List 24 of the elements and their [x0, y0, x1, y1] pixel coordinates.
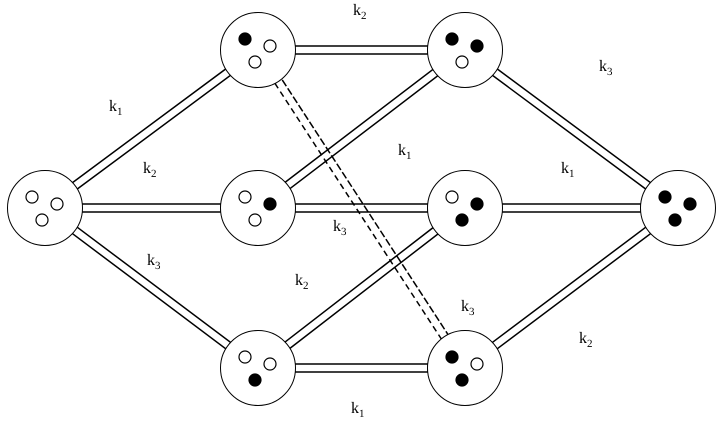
double-line — [284, 226, 440, 350]
edge-label: k$_{3}$ — [460, 298, 476, 320]
edge-label: k$_{2}$ — [578, 330, 594, 352]
double-line — [294, 203, 429, 213]
edge-label: k$_{3}$ — [146, 252, 162, 274]
double-line — [284, 68, 440, 190]
double-line — [72, 226, 232, 350]
edge-label: k$_{1}$ — [108, 98, 124, 120]
double-line — [501, 203, 642, 213]
edge-label: k$_{2}$ — [142, 160, 158, 182]
double-line — [72, 68, 232, 190]
double-line — [294, 363, 429, 373]
double-line — [491, 226, 652, 350]
double-line — [492, 68, 652, 190]
double-line — [81, 203, 222, 213]
edge-label: k$_{2}$ — [352, 2, 368, 24]
edge-label: k$_{1}$ — [397, 142, 412, 164]
double-line — [294, 45, 429, 55]
edge-label: k$_{3}$ — [332, 218, 348, 240]
edge-label: k$_{3}$ — [598, 58, 614, 80]
edge-label: k$_{2}$ — [294, 272, 310, 294]
dashed-double-line — [274, 78, 450, 340]
edge-label: k$_{1}$ — [350, 400, 366, 422]
edge-label: k$_{1}$ — [560, 160, 576, 182]
